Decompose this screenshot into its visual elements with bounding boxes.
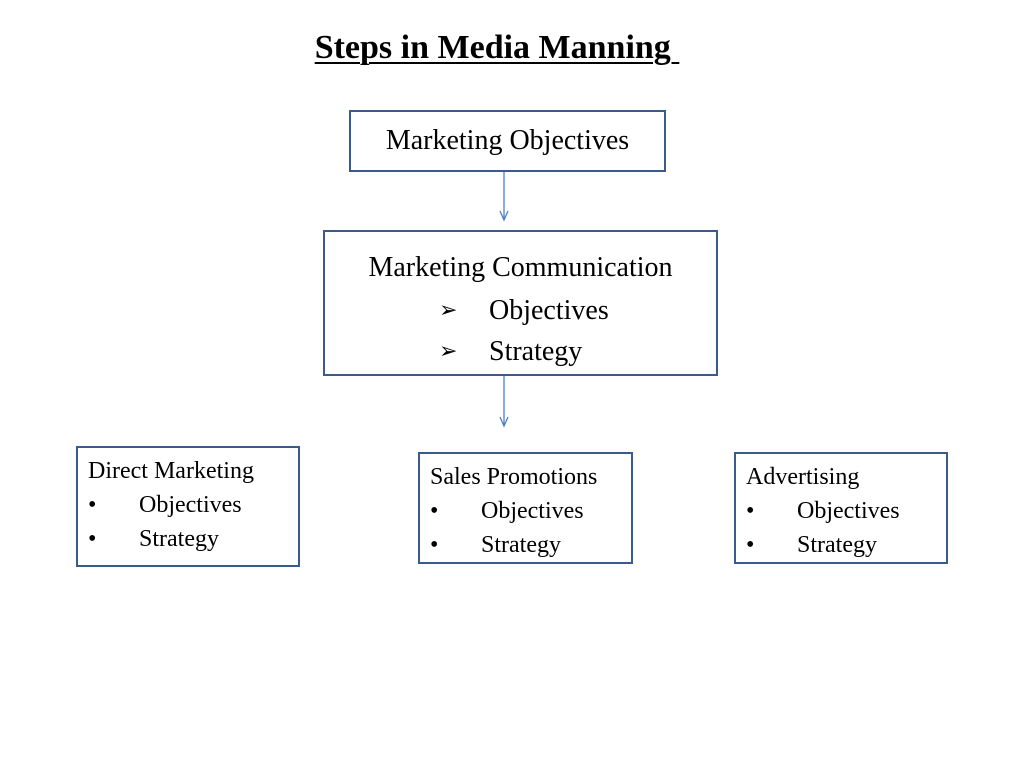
arrow-bullet-icon: ➢	[439, 298, 458, 323]
sales-promotions-list: • Objectives • Strategy	[430, 494, 631, 562]
list-item: • Strategy	[430, 528, 631, 562]
bullet-icon: •	[746, 498, 755, 524]
list-item-label: Strategy	[797, 532, 877, 558]
advertising-list: • Objectives • Strategy	[746, 494, 946, 562]
direct-marketing-box: Direct Marketing • Objectives • Strategy	[76, 446, 300, 567]
list-item-label: Objectives	[139, 492, 242, 518]
list-item-label: Objectives	[489, 295, 609, 326]
list-item: • Objectives	[746, 494, 946, 528]
direct-marketing-list: • Objectives • Strategy	[88, 488, 298, 556]
marketing-communication-list: ➢ Objectives ➢ Strategy	[439, 290, 609, 372]
marketing-objectives-label: Marketing Objectives	[385, 125, 630, 156]
marketing-communication-title: Marketing Communication	[368, 252, 673, 283]
marketing-objectives-box: Marketing Objectives	[349, 110, 666, 172]
list-item: • Strategy	[746, 528, 946, 562]
list-item: • Objectives	[430, 494, 631, 528]
bullet-icon: •	[746, 532, 755, 558]
list-item: ➢ Objectives	[439, 290, 609, 331]
advertising-title: Advertising	[746, 464, 860, 490]
arrow-bullet-icon: ➢	[439, 339, 458, 364]
direct-marketing-title: Direct Marketing	[88, 458, 254, 484]
page-title: Steps in Media Manning	[314, 29, 680, 66]
list-item-label: Strategy	[489, 336, 583, 367]
sales-promotions-title: Sales Promotions	[430, 464, 598, 490]
list-item-label: Objectives	[481, 498, 584, 524]
marketing-communication-box: Marketing Communication ➢ Objectives ➢ S…	[323, 230, 718, 376]
list-item: ➢ Strategy	[439, 331, 609, 372]
bullet-icon: •	[430, 532, 439, 558]
bullet-icon: •	[88, 526, 97, 552]
bullet-icon: •	[430, 498, 439, 524]
list-item: • Strategy	[88, 522, 298, 556]
list-item-label: Strategy	[139, 526, 219, 552]
list-item-label: Objectives	[797, 498, 900, 524]
advertising-box: Advertising • Objectives • Strategy	[734, 452, 948, 564]
list-item-label: Strategy	[481, 532, 561, 558]
bullet-icon: •	[88, 492, 97, 518]
list-item: • Objectives	[88, 488, 298, 522]
sales-promotions-box: Sales Promotions • Objectives • Strategy	[418, 452, 633, 564]
